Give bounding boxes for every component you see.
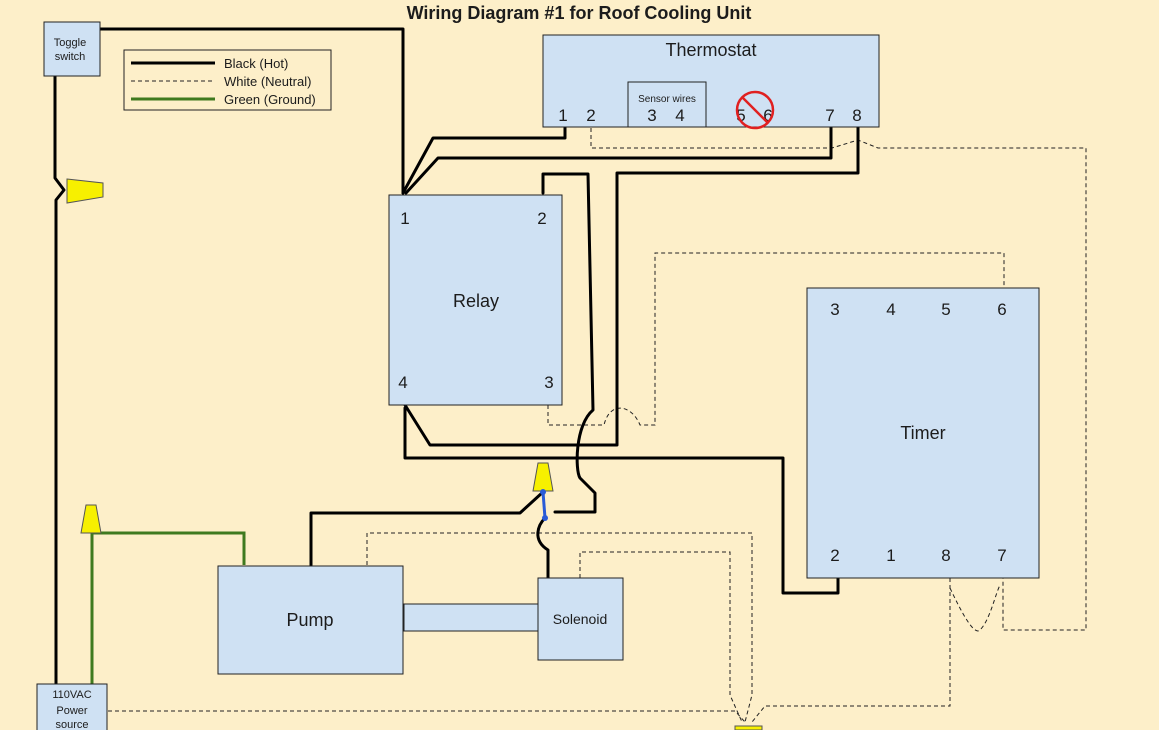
toggle-switch-label-line2: switch <box>55 51 86 63</box>
relay-terminal-4: 4 <box>398 373 407 392</box>
pump[interactable]: Pump <box>217 565 404 675</box>
junction-jumper <box>540 489 548 521</box>
power-source-label-line1: 110VAC <box>52 689 91 701</box>
thermostat-terminal-2: 2 <box>586 106 595 125</box>
legend-neutral-label: White (Neutral) <box>224 74 311 89</box>
prohibited-icon <box>735 90 775 130</box>
timer-terminal-4: 4 <box>886 300 895 319</box>
toggle-switch[interactable]: Toggle switch <box>43 21 101 77</box>
toggle-switch-label-line1: Toggle <box>54 37 86 49</box>
timer-terminal-1: 1 <box>886 546 895 565</box>
thermostat-terminal-1: 1 <box>558 106 567 125</box>
neutral-wire-pump-to-junction <box>366 532 753 723</box>
neutral-wire-timer-8-to-7-jumper <box>949 584 1001 632</box>
ground-wires <box>90 531 246 684</box>
power-source-label-line3: source <box>55 719 88 730</box>
relay-terminal-1: 1 <box>400 209 409 228</box>
hot-wire-relay-2-to-pump-junction <box>541 172 597 514</box>
timer-terminal-3: 3 <box>830 300 839 319</box>
neutral-wire-timer-8-to-junction <box>751 578 951 723</box>
wire-nut-icon <box>66 178 104 204</box>
hot-wire-thermostat-7-to-relay-4 <box>404 125 833 195</box>
neutral-wire-thermostat-2-to-timer-7 <box>590 128 1087 631</box>
hot-wires <box>53 27 860 686</box>
hot-wire-power-to-toggle <box>53 73 66 686</box>
neutral-wire-relay-3-to-timer-6 <box>547 252 1005 426</box>
relay[interactable]: Relay 1 2 4 3 <box>388 194 563 406</box>
timer-label: Timer <box>900 423 945 443</box>
diagram-title: Wiring Diagram #1 for Roof Cooling Unit <box>407 3 752 23</box>
ground-wire-power-to-pump <box>90 531 246 684</box>
solenoid-label: Solenoid <box>553 611 608 627</box>
timer-terminal-2: 2 <box>830 546 839 565</box>
wire-nut-icon <box>532 462 554 492</box>
timer-terminal-7: 7 <box>997 546 1006 565</box>
pump-solenoid-pipe <box>403 603 540 632</box>
hot-wire-toggle-to-relay-1 <box>98 27 405 195</box>
thermostat-terminal-5: 5 <box>736 106 745 125</box>
thermostat[interactable]: Thermostat Sensor wires 1 2 3 4 5 6 7 8 <box>542 34 880 130</box>
hot-wire-relay-4-to-timer-2 <box>403 406 840 595</box>
thermostat-terminal-8: 8 <box>852 106 861 125</box>
legend-ground-label: Green (Ground) <box>224 92 316 107</box>
neutral-wire-power-to-junction <box>108 710 746 723</box>
thermostat-terminal-6: 6 <box>763 106 772 125</box>
thermostat-terminal-3: 3 <box>647 106 656 125</box>
thermostat-label: Thermostat <box>665 40 756 60</box>
neutral-wire-solenoid-to-junction <box>579 551 743 723</box>
sensor-wires-box <box>627 81 707 128</box>
pump-label: Pump <box>286 610 333 630</box>
hot-wire-relay-4-to-thermostat-8 <box>403 125 860 447</box>
relay-terminal-2: 2 <box>537 209 546 228</box>
hot-wire-solenoid-to-junction <box>536 516 550 580</box>
neutral-wires <box>108 128 1087 723</box>
hot-wire-thermostat-1-to-relay-1 <box>401 125 567 195</box>
sensor-wires-label: Sensor wires <box>638 94 696 105</box>
thermostat-terminal-4: 4 <box>675 106 684 125</box>
legend-hot-label: Black (Hot) <box>224 56 288 71</box>
solenoid[interactable]: Solenoid <box>537 577 624 661</box>
timer-terminal-8: 8 <box>941 546 950 565</box>
timer-terminal-6: 6 <box>997 300 1006 319</box>
power-source[interactable]: 110VAC Power source <box>36 683 108 730</box>
thermostat-terminal-7: 7 <box>825 106 834 125</box>
timer[interactable]: Timer 3 4 5 6 2 1 8 7 <box>806 287 1040 579</box>
relay-label: Relay <box>453 291 499 311</box>
legend: Black (Hot) White (Neutral) Green (Groun… <box>123 49 332 111</box>
hot-wire-pump-to-junction <box>309 490 545 567</box>
wire-nut-icon <box>80 504 102 534</box>
wire-nut-icon <box>734 725 763 730</box>
relay-terminal-3: 3 <box>544 373 553 392</box>
power-source-label-line2: Power <box>56 705 88 717</box>
timer-terminal-5: 5 <box>941 300 950 319</box>
